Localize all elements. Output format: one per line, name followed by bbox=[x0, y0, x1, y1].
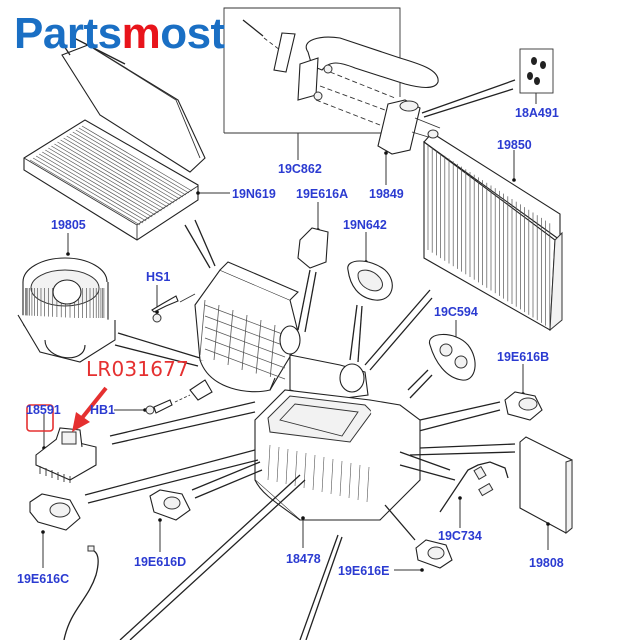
logo-text-ost: ost bbox=[160, 9, 225, 58]
highlight-annotation bbox=[26, 386, 108, 432]
callout-18478[interactable]: 18478 bbox=[286, 552, 321, 566]
temperature-sensor bbox=[399, 451, 509, 528]
callout-18591[interactable]: 18591 bbox=[26, 403, 61, 417]
housing-grid bbox=[199, 299, 286, 381]
callout-19c862[interactable]: 19C862 bbox=[278, 162, 322, 176]
callout-19n642[interactable]: 19N642 bbox=[343, 218, 387, 232]
actuator-e bbox=[384, 504, 453, 572]
callout-19c734[interactable]: 19C734 bbox=[438, 529, 482, 543]
seal-19n642 bbox=[347, 232, 393, 363]
blower-motor bbox=[17, 233, 201, 367]
part-number-annotation: LR031677 bbox=[86, 357, 189, 381]
callout-19805[interactable]: 19805 bbox=[51, 218, 86, 232]
blower-resistor bbox=[35, 401, 256, 483]
callout-19n619[interactable]: 19N619 bbox=[232, 187, 276, 201]
cabin-filter bbox=[23, 37, 230, 241]
climate-control-module bbox=[409, 436, 573, 550]
callout-hs1[interactable]: HS1 bbox=[146, 270, 171, 284]
callout-19c594[interactable]: 19C594 bbox=[434, 305, 478, 319]
logo-text-parts: Parts bbox=[14, 9, 122, 58]
evaporator-fins bbox=[427, 145, 551, 329]
o-ring-kit bbox=[421, 48, 554, 118]
air-duct bbox=[289, 289, 433, 401]
callout-hb1[interactable]: HB1 bbox=[90, 403, 116, 417]
hvac-housing bbox=[254, 389, 421, 548]
callout-19e616b[interactable]: 19E616B bbox=[497, 350, 550, 364]
hs1-screw bbox=[151, 285, 196, 323]
heater-pipes bbox=[437, 581, 523, 640]
expansion-valve bbox=[377, 99, 441, 185]
brand-logo: Partsmost bbox=[14, 8, 225, 60]
callout-19e616d[interactable]: 19E616D bbox=[134, 555, 187, 569]
filter-pleats bbox=[29, 125, 193, 226]
inset-box-19c862 bbox=[223, 7, 401, 160]
hvac-details bbox=[267, 444, 370, 503]
grommet-19c594 bbox=[407, 320, 476, 399]
callout-19e616a[interactable]: 19E616A bbox=[296, 187, 349, 201]
hb1-screw bbox=[114, 379, 213, 415]
callout-19e616e[interactable]: 19E616E bbox=[338, 564, 390, 578]
callout-19e616c[interactable]: 19E616C bbox=[17, 572, 70, 586]
arrow-head bbox=[72, 412, 90, 432]
actuator-d bbox=[149, 461, 263, 552]
actuator-b bbox=[414, 364, 543, 433]
callout-19808[interactable]: 19808 bbox=[529, 556, 564, 570]
actuator-c bbox=[29, 449, 259, 640]
actuator-a bbox=[297, 202, 329, 333]
blower-housing bbox=[184, 219, 301, 393]
highlight-box bbox=[26, 404, 54, 432]
evaporator-core bbox=[423, 129, 563, 332]
leader-lines-bottom bbox=[119, 474, 343, 640]
callout-19849[interactable]: 19849 bbox=[369, 187, 404, 201]
ac-pipe-assembly bbox=[242, 19, 439, 126]
callout-18a491[interactable]: 18A491 bbox=[515, 106, 559, 120]
arrow-shaft bbox=[80, 386, 108, 420]
callout-19850[interactable]: 19850 bbox=[497, 138, 532, 152]
logo-text-m: m bbox=[121, 9, 161, 58]
